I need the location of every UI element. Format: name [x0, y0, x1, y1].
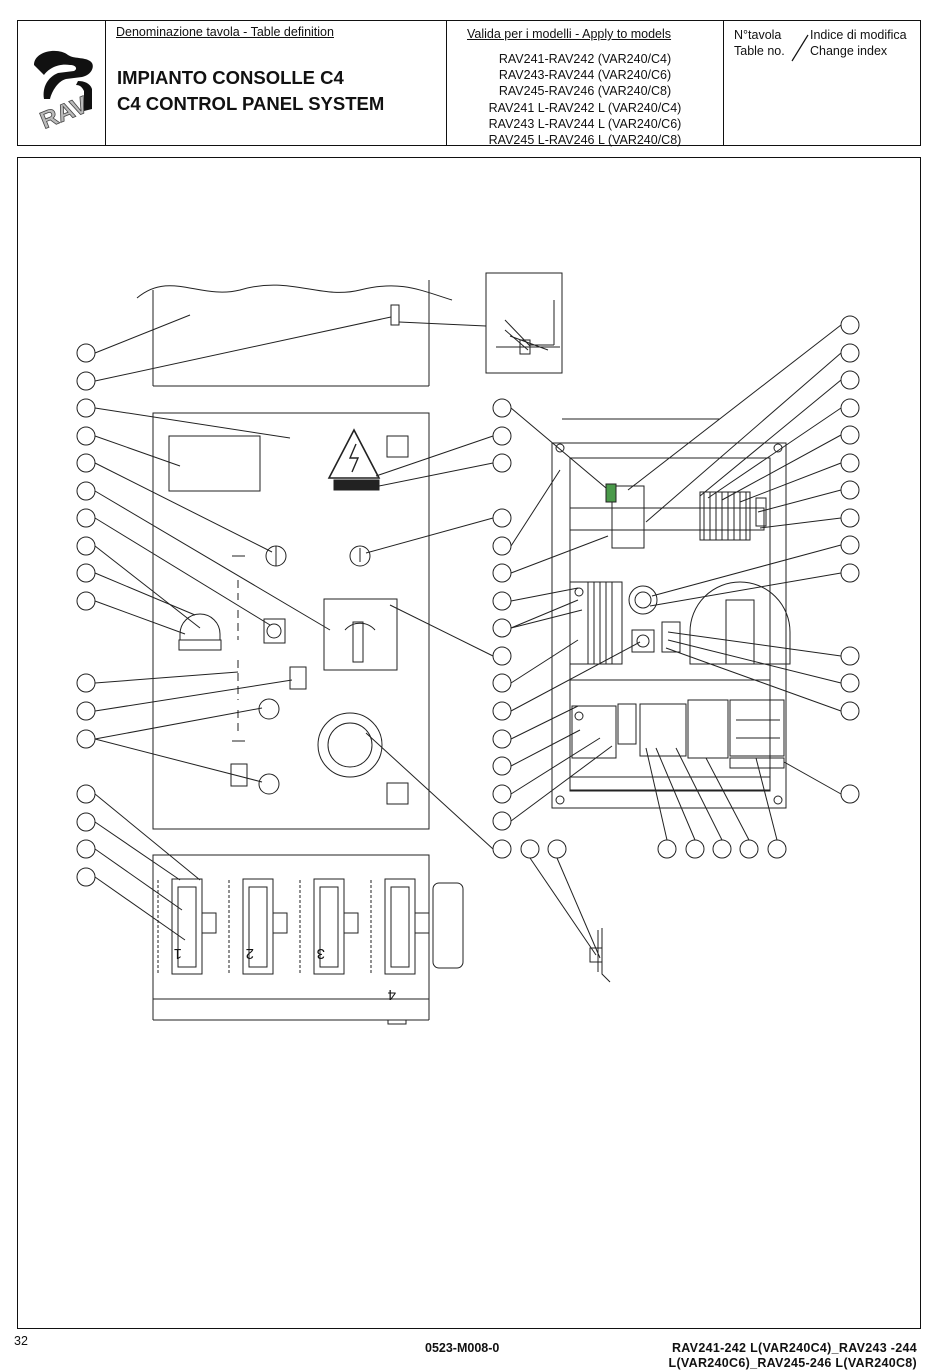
callout [520, 839, 540, 859]
footer-models-line1: RAV241-242 L(VAR240C4)_RAV243 -244 [671, 1341, 917, 1355]
callout [76, 729, 96, 749]
table-no-label: N°tavola Table no. [734, 27, 785, 59]
callout [840, 563, 860, 583]
drawing-frame [17, 157, 921, 1329]
rav-logo: RAV [34, 50, 93, 135]
document-code: 0523-M008-0 [425, 1341, 500, 1355]
callout [492, 756, 512, 776]
callout [767, 839, 787, 859]
callout [76, 839, 96, 859]
connector-numbers: 1 2 3 4 [174, 945, 396, 1003]
callout [76, 343, 96, 363]
callout [657, 839, 677, 859]
callout [76, 426, 96, 446]
callout [76, 591, 96, 611]
connector-label-1: 1 [174, 945, 182, 962]
callout [840, 701, 860, 721]
table-definition-cell: Denominazione tavola - Table definition … [106, 21, 447, 145]
connector-label-4: 4 [388, 986, 396, 1003]
model-item: RAV245-RAV246 (VAR240/C8) [498, 84, 672, 99]
page-number: 32 [14, 1334, 28, 1348]
callout [840, 480, 860, 500]
callout [492, 508, 512, 528]
table-no-en: Table no. [734, 44, 785, 58]
footer-models: RAV241-242 L(VAR240C4)_RAV243 -244 L(VAR… [669, 1341, 917, 1371]
mounting-plate [551, 418, 791, 809]
callout [840, 398, 860, 418]
detail-inset [485, 272, 563, 374]
callout [76, 536, 96, 556]
table-no-it: N°tavola [734, 28, 782, 42]
table-number-cell: N°tavola Table no. Indice di modifica Ch… [724, 21, 919, 145]
model-item: RAV245 L-RAV246 L (VAR240/C8) [488, 133, 682, 148]
models-cell: Valida per i modelli - Apply to models R… [447, 21, 724, 148]
callout [492, 811, 512, 831]
callout [840, 425, 860, 445]
callout [492, 426, 512, 446]
models-label: Valida per i modelli - Apply to models [467, 27, 672, 41]
callout [76, 371, 96, 391]
callout [76, 784, 96, 804]
slash-divider [791, 34, 809, 62]
callout [739, 839, 759, 859]
callout [492, 784, 512, 804]
callout [76, 867, 96, 887]
callout [840, 673, 860, 693]
callout [492, 563, 512, 583]
change-index-label: Indice di modifica Change index [810, 27, 907, 59]
callout [685, 839, 705, 859]
callout [76, 812, 96, 832]
din-clip-detail [589, 928, 611, 983]
callout [840, 315, 860, 335]
callout [76, 673, 96, 693]
logo-cell: RAV [18, 21, 106, 145]
callout [840, 535, 860, 555]
callout [840, 343, 860, 363]
title-english: C4 CONTROL PANEL SYSTEM [117, 93, 385, 114]
top-cover [136, 280, 487, 387]
callout [840, 453, 860, 473]
callout [840, 784, 860, 804]
callout [492, 673, 512, 693]
change-index-it: Indice di modifica [810, 28, 907, 42]
callout [76, 701, 96, 721]
callouts [76, 314, 860, 959]
callout [492, 701, 512, 721]
model-item: RAV243 L-RAV244 L (VAR240/C6) [488, 116, 682, 131]
page-title: IMPIANTO CONSOLLE C4 C4 CONTROL PANEL SY… [117, 65, 384, 117]
connector-base [152, 854, 464, 1025]
models-list: RAV241-RAV242 (VAR240/C4) RAV243-RAV244 … [447, 51, 723, 148]
model-item: RAV241 L-RAV242 L (VAR240/C4) [488, 100, 682, 115]
callout [76, 453, 96, 473]
title-block: RAV Denominazione tavola - Table definit… [17, 20, 921, 148]
connector-label-3: 3 [317, 945, 325, 962]
callout [492, 618, 512, 638]
callout [492, 591, 512, 611]
connector-label-2: 2 [246, 945, 254, 962]
callout [492, 729, 512, 749]
callout [76, 563, 96, 583]
callout [840, 370, 860, 390]
callout [712, 839, 732, 859]
callout [76, 508, 96, 528]
callout [492, 398, 512, 418]
callout [492, 536, 512, 556]
callout [547, 839, 567, 859]
change-index-en: Change index [810, 44, 888, 58]
front-panel [152, 412, 430, 830]
title-italian: IMPIANTO CONSOLLE C4 [117, 67, 344, 88]
definition-label: Denominazione tavola - Table definition [116, 25, 334, 39]
callout [492, 453, 512, 473]
callout [840, 508, 860, 528]
footer-models-line2: L(VAR240C6)_RAV245-246 L(VAR240C8) [668, 1356, 917, 1370]
callout [76, 481, 96, 501]
callout [492, 839, 512, 859]
callout [492, 646, 512, 666]
model-item: RAV243-RAV244 (VAR240/C6) [498, 68, 672, 83]
callout [840, 646, 860, 666]
callout [76, 398, 96, 418]
model-item: RAV241-RAV242 (VAR240/C4) [498, 52, 672, 66]
